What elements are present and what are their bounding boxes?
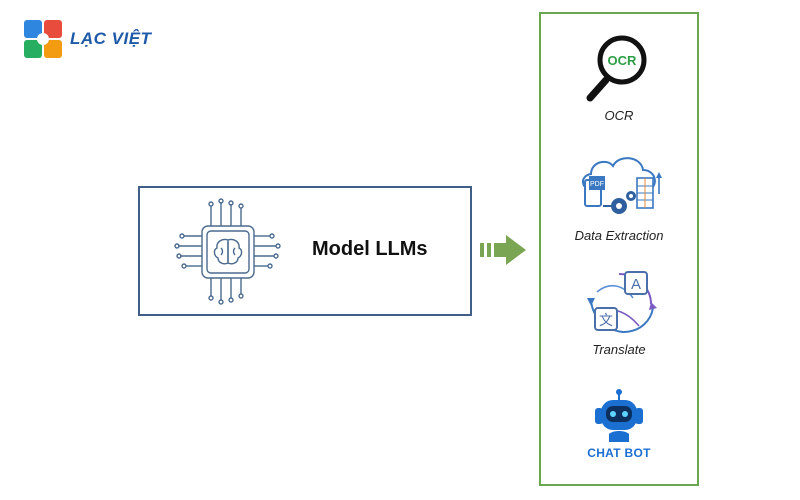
tool-ocr: OCR OCR [541,32,697,123]
ai-chip-icon [174,198,281,305]
tool-chatbot: CHAT BOT [541,388,697,460]
arrow-right-icon [480,235,526,265]
tool-translate: A 文 Translate [541,268,697,357]
brand-logo: LẠC VIỆT [22,18,151,60]
model-box: Model LLMs [138,186,472,316]
translate-icon: A 文 [587,271,657,334]
brand-name: LẠC VIỆT [70,29,152,48]
tool-data-extraction: PDF Data Extraction [541,150,697,243]
lac-viet-logo-icon [24,20,62,58]
model-label: Model LLMs [312,238,428,260]
ocr-label: OCR [604,108,634,123]
tools-panel: OCR OCR PDF Data Extraction [539,12,699,486]
data-extraction-label: Data Extraction [574,228,664,243]
data-extraction-icon: PDF [582,157,662,214]
translate-a-glyph: A [631,276,641,293]
ocr-icon-text: OCR [608,53,638,68]
translate-label: Translate [592,342,646,357]
pdf-icon-text: PDF [590,181,604,188]
translate-zh-glyph: 文 [599,313,613,329]
chatbot-label: CHAT BOT [587,446,651,460]
magnifier-ocr-icon: OCR [586,35,647,102]
robot-chatbot-icon [595,389,643,442]
